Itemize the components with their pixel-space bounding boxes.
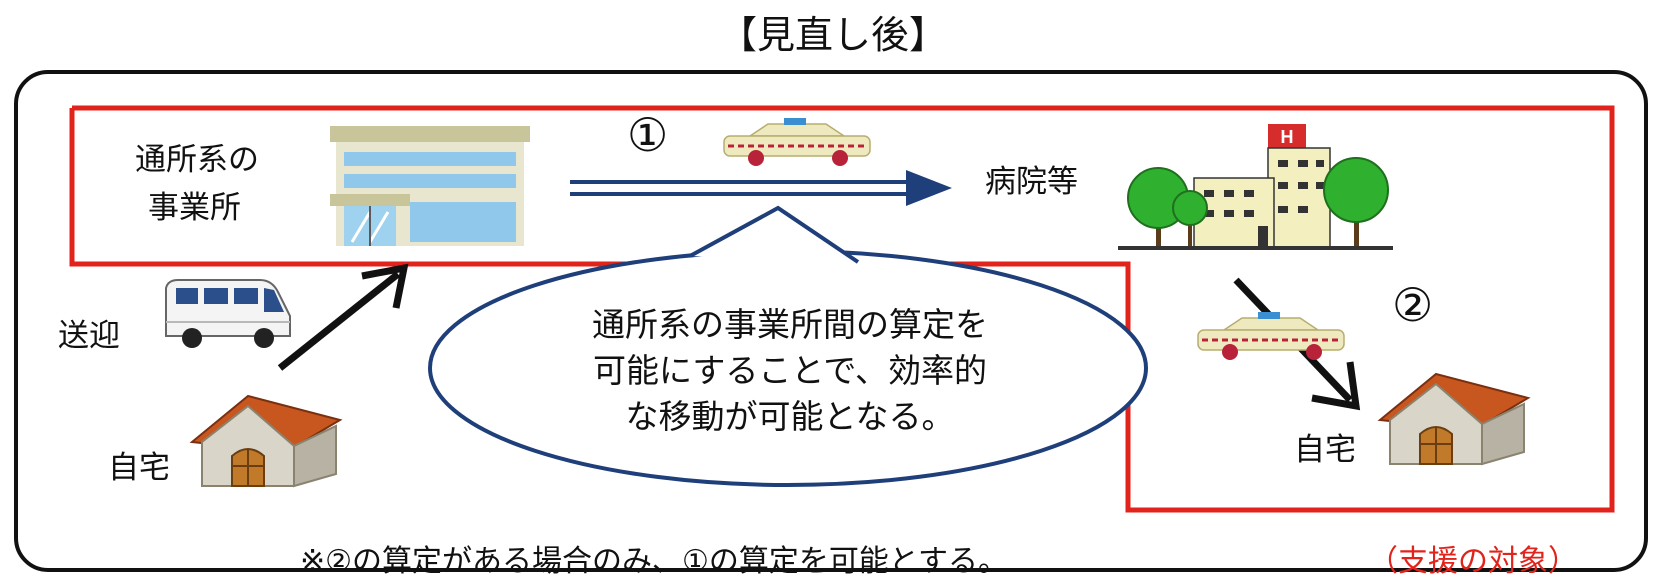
svg-text:H: H [1281,127,1294,147]
taxi-icon-2 [1197,312,1345,360]
home-label-left: 自宅 [108,450,170,486]
house-icon [189,394,343,488]
bubble-text: 通所系の事業所間の算定を 可能にすることで、効率的 な移動が可能となる。 [470,302,1110,440]
support-target-label: （支援の対象） [1368,544,1578,579]
bubble-line-3: な移動が可能となる。 [625,397,955,436]
hospital-label: 病院等 [985,164,1078,200]
office-building-icon [330,126,530,246]
pickup-label: 送迎 [58,318,120,354]
outer-frame [14,70,1648,572]
home-label-right: 自宅 [1294,432,1356,468]
office-to-hospital-arrow [570,170,952,206]
diagram-title: 【見直し後】 [718,13,947,57]
hospital-icon: H [1118,124,1393,250]
bubble-line-2: 可能にすることで、効率的 [592,351,988,390]
footnote: ※②の算定がある場合のみ、①の算定を可能とする。 [300,544,1009,579]
taxi-icon [723,118,871,166]
step-1-marker: ① [627,108,669,162]
step-2-marker: ② [1392,278,1434,332]
van-icon [165,279,291,348]
office-label-line2: 事業所 [148,190,241,226]
house-icon-right [1377,372,1531,466]
bubble-line-1: 通所系の事業所間の算定を [592,305,988,344]
office-label-line1: 通所系の [135,142,259,178]
